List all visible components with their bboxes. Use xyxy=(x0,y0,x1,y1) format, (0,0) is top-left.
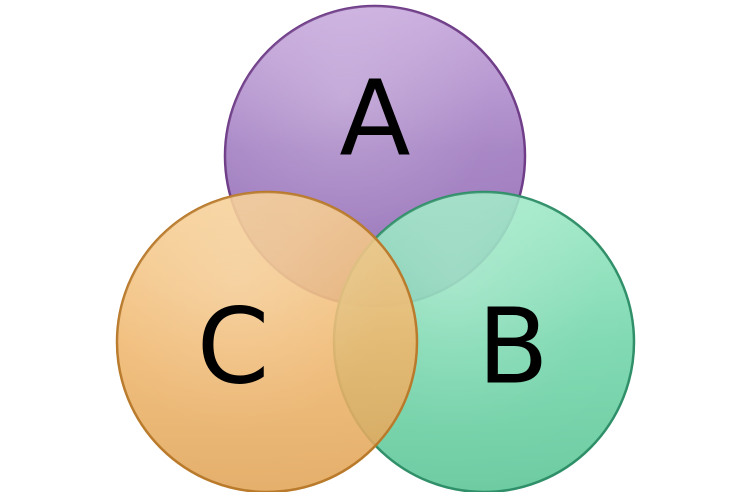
circle-label-b: B xyxy=(477,285,548,407)
circle-b xyxy=(332,190,636,492)
circle-label-a: A xyxy=(339,57,410,179)
circle-label-c: C xyxy=(197,285,270,407)
circle-c xyxy=(115,190,419,492)
